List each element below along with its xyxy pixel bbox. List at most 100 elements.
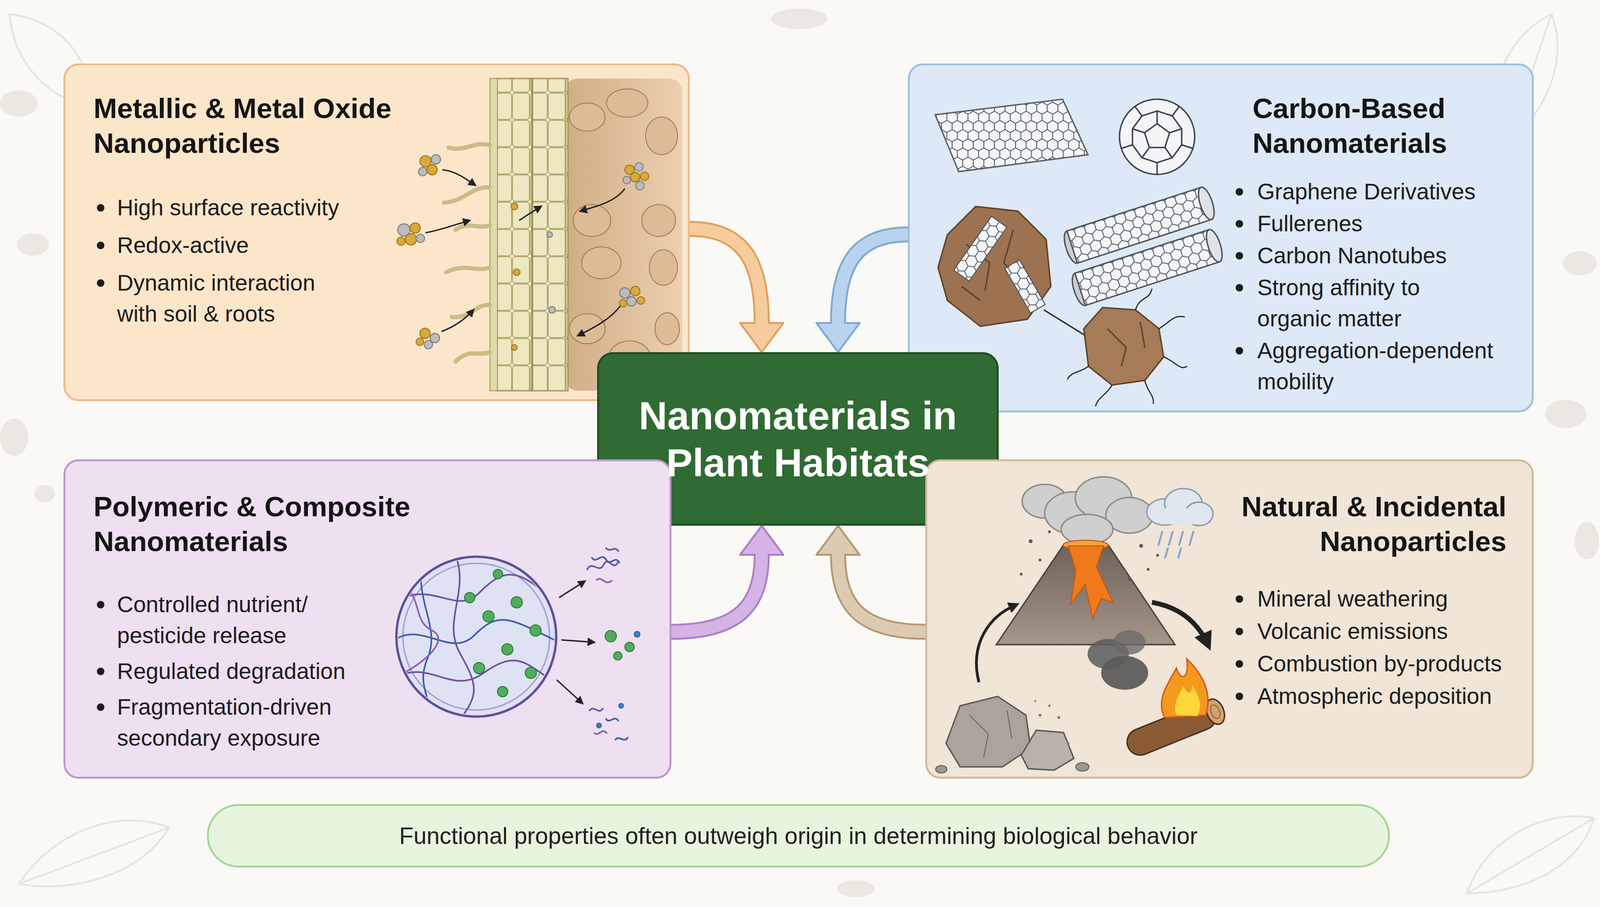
soil-speckle-part	[1562, 251, 1597, 276]
root-hair-part	[455, 352, 490, 362]
text-holder: Strong affinity to organic matter	[1257, 272, 1498, 335]
summary-text: Functional properties often outweigh ori…	[399, 821, 1198, 851]
polymer-capsule-part-part	[453, 555, 474, 725]
soil-part-part	[606, 88, 648, 118]
text-holder: Redox-active	[117, 229, 353, 261]
bullet-dot	[1235, 627, 1244, 636]
bullet-text: High surface reactivity	[117, 192, 353, 224]
connector-arrow	[816, 234, 908, 353]
root-hair-part	[446, 267, 490, 273]
released-fragment-part	[606, 548, 619, 552]
released-fragment-part	[596, 578, 612, 583]
ash-cloud	[1022, 476, 1153, 545]
polymer-capsule-part	[394, 555, 555, 725]
rock-part	[1034, 700, 1070, 745]
arrow-head	[740, 525, 784, 555]
root-part	[496, 78, 568, 391]
uptake-arrow	[425, 169, 625, 336]
soil-aggregate-part-part	[953, 216, 1007, 282]
root-hair-part	[443, 187, 490, 203]
nanoparticle-part	[416, 338, 424, 346]
bullet-text: Aggregation-dependent mobility	[1257, 335, 1498, 398]
nanoparticle-part	[634, 162, 644, 172]
bullet-dot	[96, 600, 105, 609]
polymer-capsule-part-part	[473, 662, 485, 674]
bullet-dot	[1235, 220, 1244, 228]
released-particle-part	[596, 723, 602, 728]
bullet-dot	[1235, 346, 1244, 355]
polymer-capsule-part-part	[394, 574, 555, 603]
released-fragment-part	[587, 561, 618, 570]
release-arrow-part	[556, 679, 583, 704]
soil-speckle	[0, 8, 1600, 898]
text-holder: Aggregation-dependent mobility	[1257, 335, 1498, 398]
soil-speckle-part	[0, 90, 38, 117]
carbon-nanotube-part-part	[1203, 227, 1226, 264]
nanoparticle-part	[548, 306, 556, 314]
bullet-dot	[96, 703, 105, 711]
root	[489, 78, 568, 391]
soil-aggregate-part-part	[1004, 259, 1046, 313]
bullet-text: Graphene Derivatives	[1257, 176, 1498, 208]
central-title: Nanomaterials in Plant Habitats	[617, 392, 978, 487]
soil-speckle-part	[34, 485, 56, 503]
polymer-capsule-part-part	[525, 667, 537, 679]
release-arrow	[556, 581, 595, 704]
arrow-head	[740, 323, 784, 353]
polymer-capsule-part-part	[394, 619, 555, 644]
combustion-part	[1161, 658, 1208, 718]
soil-aggregate-part	[1067, 288, 1188, 407]
volcano	[996, 530, 1175, 645]
soil-speckle-part	[836, 880, 875, 898]
nanoparticle-part	[635, 181, 645, 190]
soil-aggregate-part	[1004, 259, 1046, 313]
volcano-part-part	[1156, 553, 1159, 557]
soil-aggregate-part	[1107, 321, 1145, 367]
rock-part	[935, 765, 947, 773]
fullerene-part	[1132, 110, 1183, 158]
volcano-part	[996, 544, 1175, 645]
bullet-text: Carbon Nanotubes	[1257, 240, 1498, 272]
bullet-text: Mineral weathering	[1257, 583, 1521, 615]
text-holder: Carbon-Based Nanomaterials	[1252, 91, 1498, 161]
bullet-dot	[1235, 660, 1244, 668]
text-holder: Regulated degradation	[117, 655, 381, 687]
leaf-outline-part	[18, 820, 170, 887]
combustion-part	[1113, 630, 1146, 655]
soil-aggregate-part	[937, 206, 1051, 327]
released-fragment-part	[591, 557, 620, 563]
nanoparticle-part	[431, 154, 441, 165]
nanoparticle-part	[513, 268, 521, 276]
rock-part-part	[1067, 742, 1070, 745]
bullet-text: Redox-active	[117, 229, 353, 261]
text-holder: High surface reactivity	[117, 192, 353, 224]
rock	[935, 696, 1089, 773]
soil-part-part	[573, 204, 611, 237]
polymer-capsule-part-part	[464, 592, 475, 603]
bullet-dot	[96, 279, 105, 287]
bullet-text: Fragmentation-driven secondary exposure	[117, 691, 381, 754]
cycle-arrow-part	[1151, 602, 1209, 646]
graphene-sheet-part	[935, 99, 1088, 172]
bullet-dot	[1235, 188, 1244, 196]
uptake-arrow-part	[441, 309, 474, 332]
soil-part-part	[654, 312, 680, 345]
polymer-capsule-part	[464, 569, 542, 697]
bullet-text: Strong affinity to organic matter	[1257, 272, 1498, 335]
rain-cloud-part	[1158, 531, 1194, 558]
soil-speckle-part	[16, 233, 49, 256]
carbon-nanotube	[1061, 185, 1226, 308]
released-particle-part	[613, 651, 623, 661]
volcano-part-part	[1038, 558, 1042, 562]
volcano-part-part	[1139, 543, 1143, 548]
soil-part-part	[641, 204, 676, 237]
volcano-part-part	[1028, 539, 1033, 544]
rain-cloud	[1146, 488, 1214, 558]
nanoparticle-part	[419, 328, 431, 339]
bullet-dot	[96, 667, 105, 676]
box-heading: Metallic & Metal Oxide Nanoparticles	[93, 91, 423, 161]
release-arrow-part	[559, 581, 585, 598]
soil-part-part	[581, 246, 622, 279]
root-hair-part	[451, 305, 490, 318]
polymer-capsule-part-part	[493, 569, 503, 579]
